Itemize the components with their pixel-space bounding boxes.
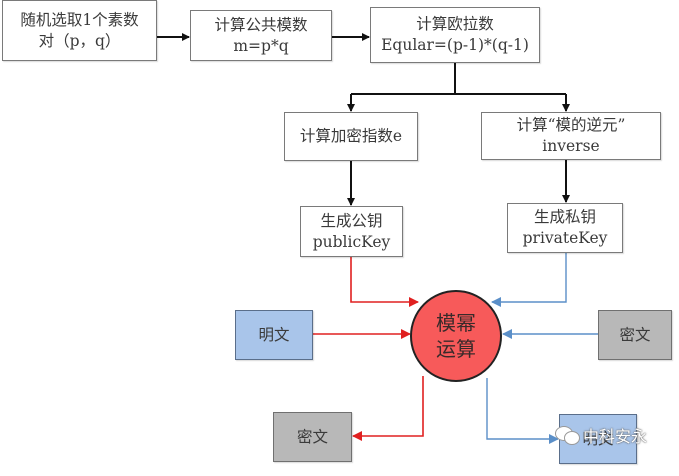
step-compute-modulus-line2: m=p*q [233, 36, 289, 55]
center-line1: 模幂 [436, 311, 476, 335]
step-private-key: 生成私钥 privateKey [507, 203, 623, 253]
step-compute-inverse-line1: 计算“模的逆元” [516, 116, 626, 134]
arrow-circle-to-ciphertext [352, 376, 424, 441]
step-compute-exponent-line1: 计算加密指数e [299, 127, 403, 145]
step-select-primes: 随机选取1个素数 对（p，q） [2, 0, 157, 61]
step-compute-exponent: 计算加密指数e [284, 112, 418, 161]
arrow-private-key-to-circle [491, 253, 567, 307]
watermark: 中科安永 [555, 423, 647, 447]
step-public-key-line2: publicKey [312, 232, 391, 251]
center-line2: 运算 [436, 337, 476, 361]
plaintext-input-label: 明文 [258, 325, 290, 344]
step-compute-euler-line2: Eqular=(p-1)*(q-1) [381, 36, 529, 54]
ciphertext-input-box: 密文 [598, 310, 672, 360]
step-compute-euler: 计算欧拉数 Eqular=(p-1)*(q-1) [370, 7, 540, 63]
step-private-key-line2: privateKey [522, 229, 608, 247]
modular-exponentiation-node: 模幂 运算 [410, 290, 502, 382]
step-compute-modulus: 计算公共模数 m=p*q [190, 10, 332, 61]
step-compute-euler-line1: 计算欧拉数 [416, 15, 494, 33]
step-select-primes-line2: 对（p，q） [38, 31, 121, 50]
ciphertext-output-box: 密文 [273, 412, 352, 462]
plaintext-input-box: 明文 [235, 310, 313, 360]
step-private-key-line1: 生成私钥 [533, 208, 596, 226]
ciphertext-output-label: 密文 [296, 427, 328, 446]
plaintext-output-label: 明文 [582, 429, 614, 448]
ciphertext-input-label: 密文 [619, 325, 651, 344]
wechat-icon [555, 426, 581, 445]
step-compute-modulus-line1: 计算公共模数 [214, 15, 308, 34]
arrow-public-key-to-circle [350, 257, 419, 307]
step-public-key-line1: 生成公钥 [320, 211, 383, 230]
step-public-key: 生成公钥 publicKey [300, 206, 403, 257]
step-compute-inverse: 计算“模的逆元” inverse [481, 112, 661, 160]
arrow-circle-to-plaintext [486, 378, 559, 444]
watermark-text: 中科安永 [583, 427, 648, 446]
step-compute-inverse-line2: inverse [542, 137, 600, 155]
step-select-primes-line1: 随机选取1个素数 [20, 10, 139, 29]
